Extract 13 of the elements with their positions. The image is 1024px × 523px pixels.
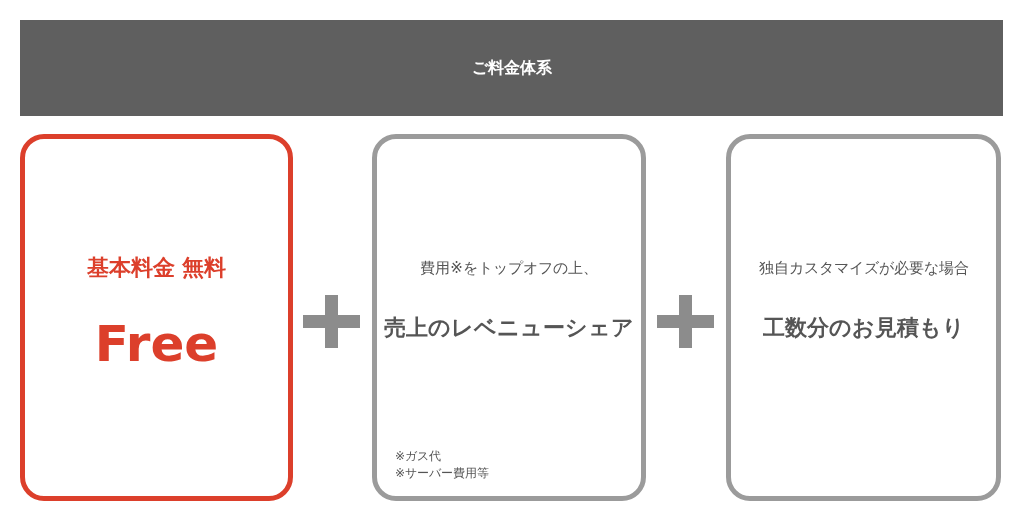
plan-label: 基本料金 無料 xyxy=(86,254,227,282)
header-band xyxy=(20,20,1003,116)
plan-card xyxy=(20,134,293,501)
plan-card xyxy=(726,134,1001,501)
condition-text: 独自カスタマイズが必要な場合 xyxy=(758,258,969,279)
condition-text: 費用※をトップオフの上、 xyxy=(420,258,598,279)
plan-card xyxy=(372,134,646,501)
footnote: ※サーバー費用等 xyxy=(395,465,490,482)
header-title: ご料金体系 xyxy=(471,57,552,79)
price-text: 売上のレベニューシェア xyxy=(384,314,634,342)
price-text: 工数分のお見積もり xyxy=(762,314,965,342)
footnote: ※ガス代 xyxy=(395,448,442,465)
price-text: Free xyxy=(94,314,219,374)
